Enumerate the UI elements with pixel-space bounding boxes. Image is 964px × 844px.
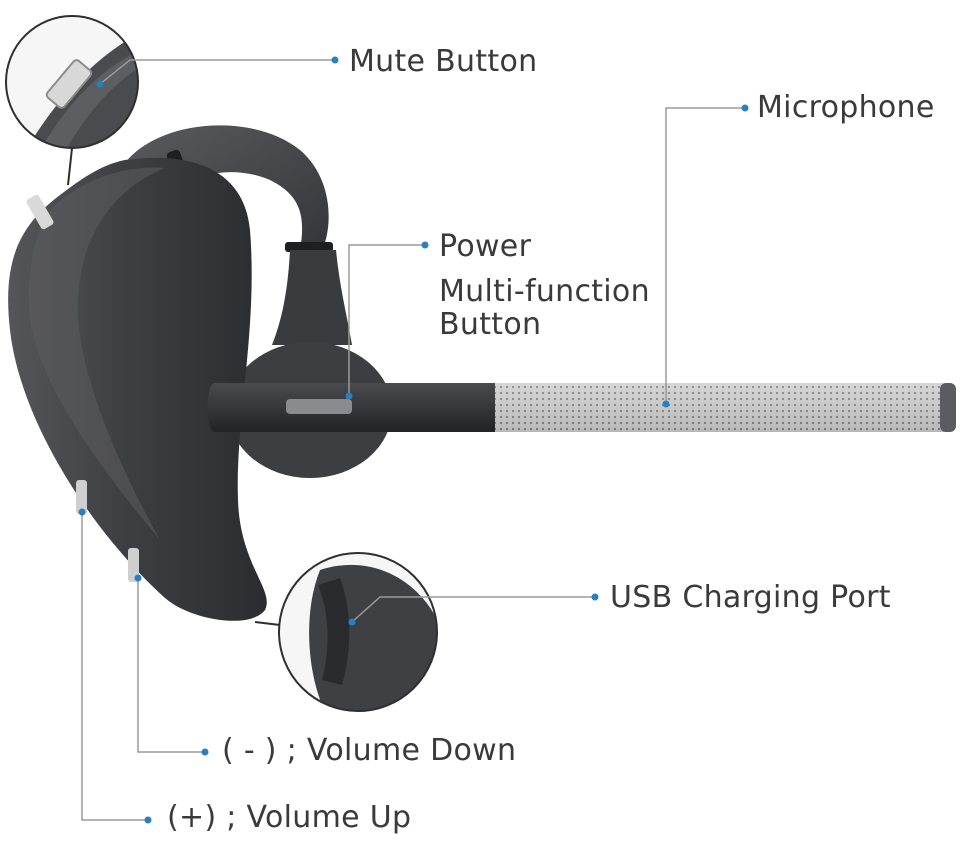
- dot-usb-label: [591, 593, 599, 601]
- dot-volup-target: [78, 508, 86, 516]
- multi-function-label-line2: Button: [439, 307, 542, 342]
- mute-zoom-highlight: [40, 50, 138, 148]
- leader-power: [348, 244, 425, 396]
- leader-usb: [351, 596, 595, 623]
- leader-microphone: [665, 107, 745, 404]
- volume-down-label: ( - ) ; Volume Down: [222, 733, 517, 768]
- dot-mic-label: [741, 104, 749, 112]
- dot-power-target: [345, 392, 353, 400]
- mute-zoom-tail: [67, 147, 73, 186]
- mute-zoom-switch: [45, 59, 93, 109]
- volume-down-key: [128, 548, 139, 582]
- microphone-label: Microphone: [757, 90, 935, 125]
- boom-end-cap: [940, 383, 956, 432]
- multi-function-label-line1: Multi-function: [439, 274, 650, 309]
- boom-dark-section: [207, 383, 500, 432]
- power-label: Power: [439, 229, 532, 264]
- leader-volume-up: [81, 512, 148, 821]
- dot-mute-label: [331, 56, 339, 64]
- mute-switch-small: [26, 194, 54, 230]
- power-button: [286, 399, 352, 414]
- dot-usb-target: [348, 618, 356, 626]
- dot-volup-label: [144, 816, 152, 824]
- dot-mute-target: [96, 80, 104, 88]
- body-highlight: [28, 167, 165, 540]
- leader-mute: [99, 59, 335, 85]
- leader-volume-down: [137, 578, 205, 753]
- microphone-grille-shade: [495, 383, 956, 432]
- hook-ring-bottom: [285, 242, 333, 252]
- usb-zoom-circle-border: [278, 552, 438, 712]
- dot-voldown-label: [201, 748, 209, 756]
- ear-tip-stem: [272, 250, 352, 345]
- volume-up-key: [76, 480, 87, 514]
- usb-zoom-tail: [254, 621, 281, 626]
- dot-mic-target: [662, 400, 670, 408]
- usb-charging-port-label: USB Charging Port: [610, 580, 891, 615]
- dot-power-label: [421, 241, 429, 249]
- mute-button-label: Mute Button: [349, 44, 538, 79]
- usb-zoom-port: [318, 578, 350, 685]
- volume-up-label: (+) ; Volume Up: [167, 800, 412, 835]
- dot-voldown-target: [134, 574, 142, 582]
